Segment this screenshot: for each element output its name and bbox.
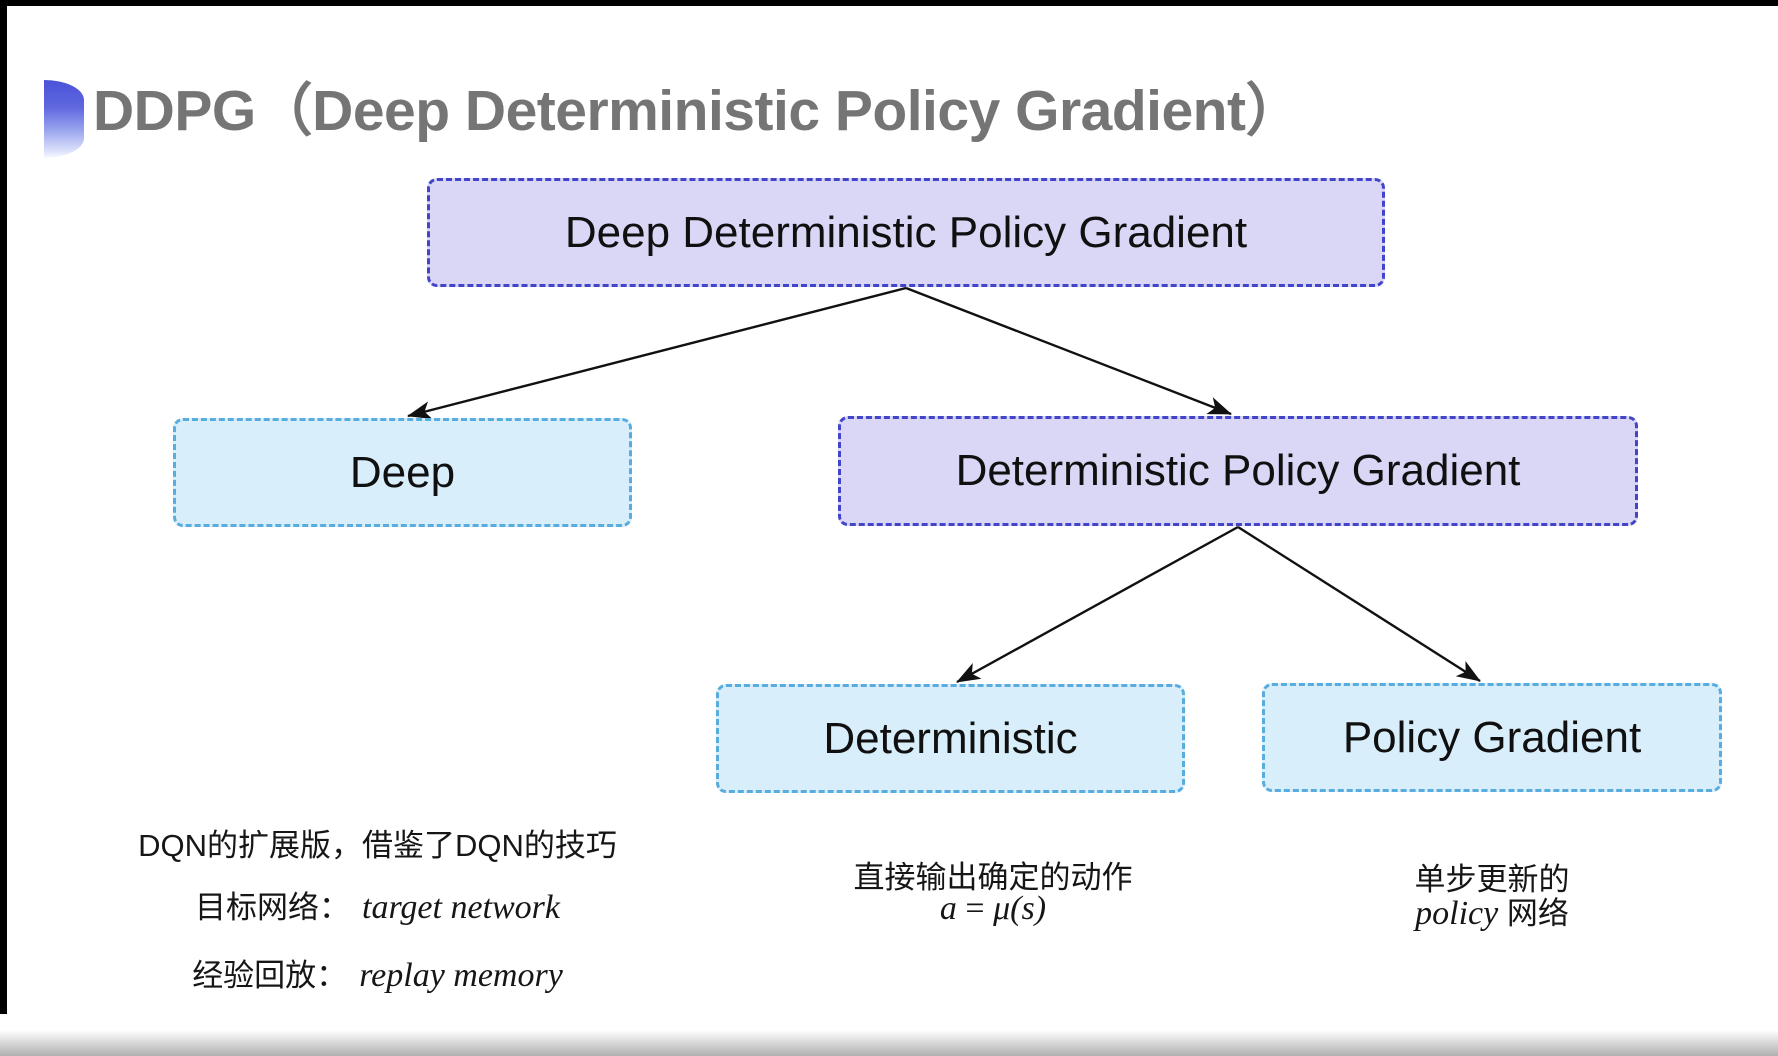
arrow-dpg-to-deterministic xyxy=(956,525,1239,684)
tree-node-deterministic-label: Deterministic xyxy=(823,713,1078,763)
target-network-term: target network xyxy=(362,889,560,926)
deterministic-note-line1: 直接输出确定的动作 xyxy=(853,860,1133,895)
half-circle-bullet-icon xyxy=(44,80,84,158)
tree-node-root-label: Deep Deterministic Policy Gradient xyxy=(564,207,1248,257)
arrow-root-to-dpg xyxy=(905,286,1232,416)
deep-note-line1: DQN的扩展版，借鉴了DQN的技巧 xyxy=(138,828,617,863)
policy-gradient-note-line1: 单步更新的 xyxy=(1414,862,1570,897)
policy-network-text: 网络 xyxy=(1498,896,1569,931)
tree-node-deterministic: Deterministic xyxy=(716,684,1185,793)
tree-node-policy-gradient-label: Policy Gradient xyxy=(1342,712,1642,762)
tree-node-deterministic-policy-gradient: Deterministic Policy Gradient xyxy=(838,416,1638,526)
arrow-dpg-to-policy-gradient xyxy=(1237,525,1481,683)
formula-rhs: μ(s) xyxy=(993,890,1047,927)
policy-term: policy xyxy=(1415,895,1499,932)
deep-note-target-network: 目标网络： target network xyxy=(105,882,650,927)
target-network-label: 目标网络： xyxy=(195,890,350,925)
bottom-fade-band xyxy=(0,1030,1778,1056)
tree-node-deep-label: Deep xyxy=(349,447,456,497)
tree-node-root: Deep Deterministic Policy Gradient xyxy=(427,178,1385,287)
replay-memory-label: 经验回放： xyxy=(192,958,348,993)
deterministic-note-formula: a = μ(s) xyxy=(743,890,1243,928)
replay-memory-term: replay memory xyxy=(359,957,563,994)
arrow-root-to-deep xyxy=(407,286,907,419)
tree-node-dpg-label: Deterministic Policy Gradient xyxy=(955,446,1521,495)
slide-title: DDPG（Deep Deterministic Policy Gradient） xyxy=(93,79,1302,143)
top-letterbox-bar xyxy=(0,0,1778,6)
deep-note-replay-memory: 经验回放： replay memory xyxy=(105,950,650,995)
formula-equals: = xyxy=(956,890,994,927)
tree-node-deep: Deep xyxy=(173,418,632,527)
left-letterbox-bar xyxy=(0,0,7,1014)
formula-lhs: a xyxy=(939,890,957,927)
policy-gradient-note-line2: policy 网络 xyxy=(1292,888,1692,933)
tree-node-policy-gradient: Policy Gradient xyxy=(1262,683,1722,792)
